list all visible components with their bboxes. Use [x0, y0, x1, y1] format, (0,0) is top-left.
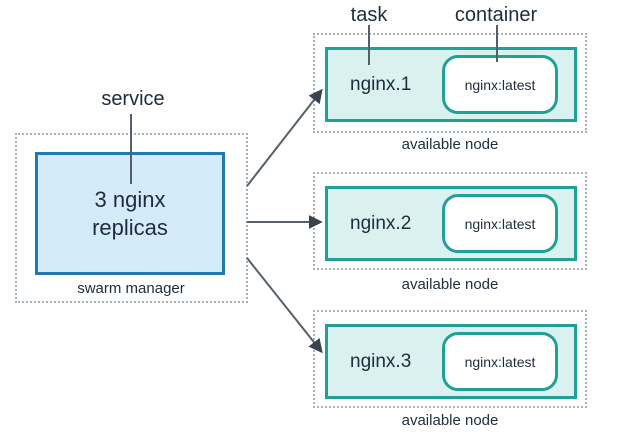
container-box-3: nginx:latest: [442, 332, 558, 391]
task-box-3: nginx.3 nginx:latest: [325, 324, 577, 399]
service-replicas-line1: 3 nginx: [94, 187, 166, 212]
node-caption-3: available node: [401, 412, 499, 429]
service-replicas-box: 3 nginx replicas: [35, 152, 225, 275]
node-boundary-2: nginx.2 nginx:latest: [313, 172, 587, 270]
container-box-2: nginx:latest: [442, 194, 558, 253]
swarm-manager-caption: swarm manager: [77, 280, 185, 297]
container-label: container: [454, 4, 538, 26]
service-label: service: [101, 88, 165, 110]
task-label: task: [350, 4, 388, 26]
service-replicas-line2: replicas: [92, 214, 168, 240]
container-image-1: nginx:latest: [464, 76, 536, 93]
container-image-2: nginx:latest: [464, 215, 536, 232]
task-name-2: nginx.2: [350, 212, 412, 234]
container-image-3: nginx:latest: [464, 353, 536, 370]
node-caption-2: available node: [401, 276, 499, 293]
arrow-to-node-1: [246, 88, 323, 187]
node-boundary-1: nginx.1 nginx:latest: [313, 33, 587, 133]
node-caption-1: available node: [401, 136, 499, 153]
task-name-3: nginx.3: [350, 350, 412, 372]
arrow-to-node-3: [246, 257, 323, 354]
task-box-2: nginx.2 nginx:latest: [325, 186, 577, 261]
task-box-1: nginx.1 nginx:latest: [325, 47, 577, 122]
container-box-1: nginx:latest: [442, 55, 558, 114]
node-boundary-3: nginx.3 nginx:latest: [313, 310, 587, 408]
task-name-1: nginx.1: [350, 73, 412, 95]
